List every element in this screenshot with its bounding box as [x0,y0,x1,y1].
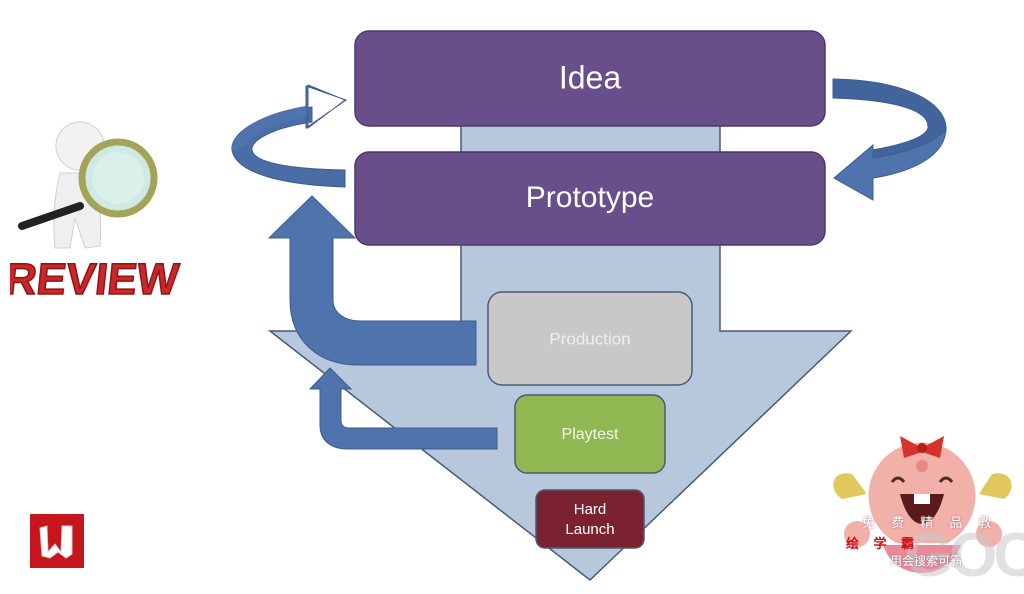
feedback-arrow-playtest [308,367,498,450]
loop-arrow-right [832,78,947,201]
mascot-watermark [822,414,1024,589]
feedback-arrow-production [267,195,477,366]
watermark-big-text: GOC [905,521,1024,590]
stage-playtest[interactable]: Playtest [514,394,666,474]
stage-idea[interactable]: Idea [354,30,826,127]
loop-arrow-left [231,84,348,188]
stage-prototype-label: Prototype [526,181,654,214]
watermark-line-2: 绘 学 霸 [846,537,920,552]
stage-production-label: Production [549,329,630,348]
w-logo-icon [39,525,73,559]
stage-production[interactable]: Production [487,291,693,386]
watermark-line-1: 免 费 精 品 教 [862,516,998,531]
stage-hard-launch[interactable]: Hard Launch [535,489,645,549]
stage-hard-launch-label-line2: Launch [565,521,614,538]
brand-logo [30,514,84,568]
magnifier-figure-icon: REVIEW [2,121,182,305]
watermark-line-3: 用会搜索可霸 [890,554,963,568]
review-badge: REVIEW [2,118,230,305]
stage-idea-label: Idea [559,59,621,95]
stage-hard-launch-label-line1: Hard [574,501,607,518]
review-text: REVIEW [10,255,181,303]
mascot-icon [833,436,1012,575]
stage-prototype[interactable]: Prototype [354,151,826,246]
stage-playtest-label: Playtest [562,426,619,443]
